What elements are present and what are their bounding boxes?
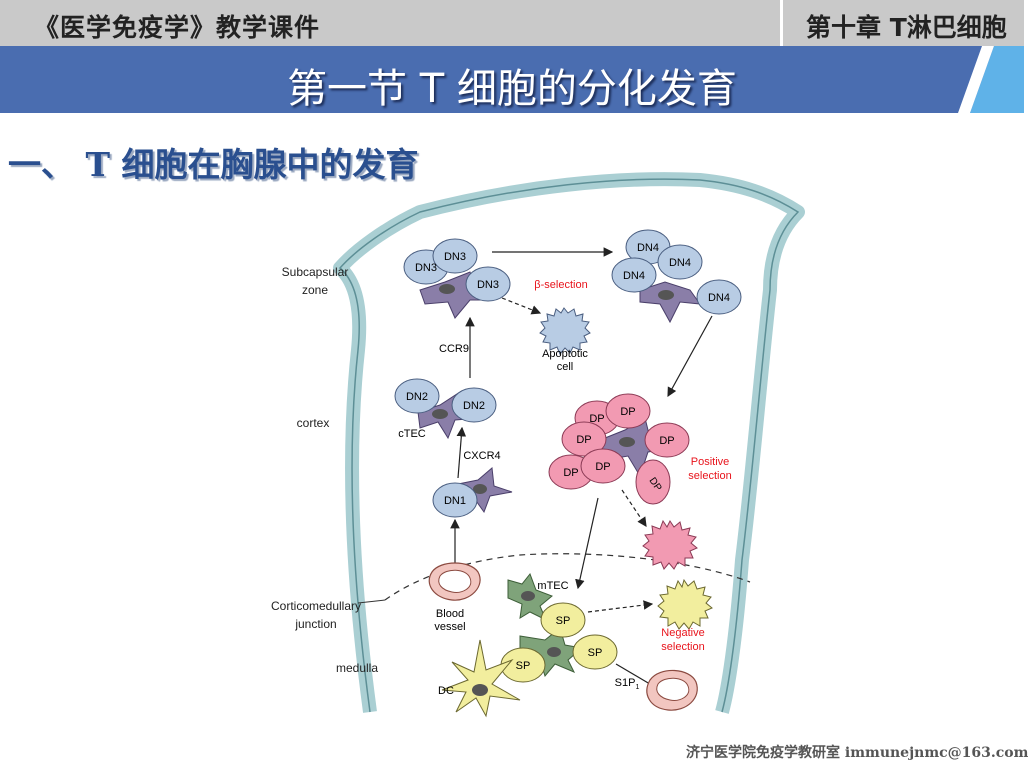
dn4-label-d: DN4 bbox=[708, 292, 730, 304]
footer-credit: 济宁医学院免疫学教研室 immunejnmc@163.com bbox=[686, 745, 1028, 761]
negative-label: Negative bbox=[661, 627, 704, 639]
sp-label-c: SP bbox=[516, 660, 531, 672]
dying-dp-cell bbox=[642, 519, 698, 570]
ctec-nucleus bbox=[432, 409, 448, 419]
header-divider bbox=[780, 0, 783, 46]
positive-selection-label: selection bbox=[688, 470, 731, 482]
dp-label-f: DP bbox=[595, 461, 610, 473]
dn3-label-b: DN3 bbox=[444, 251, 466, 263]
s1p-text: S1P bbox=[615, 677, 636, 689]
dendritic-cell bbox=[441, 639, 521, 718]
s1p-label: S1P1 bbox=[615, 677, 640, 691]
junction-pointer bbox=[357, 599, 386, 604]
dn3-cluster: DN3 DN3 DN3 bbox=[403, 238, 511, 319]
cell-dn4-d bbox=[696, 279, 742, 315]
arrow-dn1-dn2 bbox=[456, 426, 467, 479]
slide-title: 第一节 T 细胞的分化发育 bbox=[287, 66, 737, 112]
label-corticomedullary: Corticomedullary bbox=[271, 599, 361, 613]
cell-dn3-c bbox=[465, 266, 511, 302]
dc-label: DC bbox=[438, 685, 454, 697]
title-bar-accent bbox=[0, 46, 1024, 113]
mtec-label: mTEC bbox=[537, 580, 568, 592]
label-cortex: cortex bbox=[297, 416, 330, 430]
cell-dn3-b bbox=[432, 238, 478, 274]
corticomedullary-line bbox=[384, 553, 751, 601]
chapter-title: 第十章 T淋巴细胞 bbox=[806, 13, 1007, 42]
dn4-cluster: DN4 DN4 DN4 DN4 bbox=[611, 229, 742, 324]
dn2-cluster: DN2 DN2 bbox=[394, 378, 497, 440]
section-heading: 一、 T 细胞在胸腺中的发育 bbox=[8, 145, 419, 184]
dp-label-d: DP bbox=[659, 435, 674, 447]
sp-label-a: SP bbox=[556, 615, 571, 627]
dn3-label-c: DN3 bbox=[477, 279, 499, 291]
sp-cluster: SP SP SP bbox=[500, 573, 618, 683]
tec-dp-nucleus bbox=[619, 437, 635, 447]
dn2-label-b: DN2 bbox=[463, 400, 485, 412]
mtec-nucleus-a bbox=[521, 591, 535, 601]
negative-apoptotic-cell bbox=[657, 578, 713, 630]
arrow-dp-sp bbox=[575, 497, 599, 590]
cell-dn1 bbox=[432, 482, 478, 518]
tec-dn1-nucleus bbox=[473, 484, 487, 494]
positive-label: Positive bbox=[691, 456, 730, 468]
apoptotic-label: Apoptotic bbox=[542, 348, 588, 360]
dp-label-b: DP bbox=[620, 406, 635, 418]
cell-sp-a bbox=[540, 602, 586, 638]
arrow-dp-death bbox=[621, 489, 647, 527]
thymus-capsule-edge bbox=[338, 178, 800, 713]
cell-dp-d bbox=[644, 422, 690, 458]
cell-dp-g bbox=[635, 459, 671, 505]
ccr9-label: CCR9 bbox=[439, 343, 469, 355]
dn3-label-a: DN3 bbox=[415, 262, 437, 274]
dn4-label-a: DN4 bbox=[637, 242, 659, 254]
dp-label-c: DP bbox=[576, 434, 591, 446]
arrow-dn4-dp bbox=[667, 315, 713, 398]
blood-label: Blood bbox=[436, 608, 464, 620]
header-bar: 《医学免疫学》教学课件 第十章 T淋巴细胞 bbox=[0, 0, 1024, 46]
dn4-label-b: DN4 bbox=[669, 257, 691, 269]
dn1-group: DN1 bbox=[432, 467, 513, 518]
tec-dn4 bbox=[639, 281, 702, 324]
label-subcapsular: Subcapsular bbox=[282, 265, 349, 279]
beta-selection-label: β-selection bbox=[534, 279, 587, 291]
dp-label-a: DP bbox=[589, 413, 604, 425]
dp-label-e: DP bbox=[563, 467, 578, 479]
cell-dn2-a bbox=[394, 378, 440, 414]
dn1-label: DN1 bbox=[444, 495, 466, 507]
tec-dn3-nucleus bbox=[439, 284, 455, 294]
vessel-label: vessel bbox=[434, 621, 465, 633]
cell-dp-b bbox=[605, 393, 651, 429]
arrow-apoptosis bbox=[501, 297, 542, 315]
exit-vessel bbox=[646, 669, 698, 711]
ctec-label: cTEC bbox=[398, 428, 426, 440]
mtec-nucleus-b bbox=[547, 647, 561, 657]
title-bar: 第一节 T 细胞的分化发育 bbox=[0, 46, 1024, 113]
apoptotic-cell bbox=[539, 307, 591, 355]
s1p-subscript: 1 bbox=[635, 684, 639, 691]
apoptotic-label-2: cell bbox=[557, 361, 574, 373]
cxcr4-label: CXCR4 bbox=[463, 450, 500, 462]
blood-vessel bbox=[428, 562, 481, 601]
sp-label-b: SP bbox=[588, 647, 603, 659]
dn2-label-a: DN2 bbox=[406, 391, 428, 403]
label-junction: junction bbox=[294, 617, 336, 631]
course-title: 《医学免疫学》教学课件 bbox=[34, 13, 321, 42]
label-medulla: medulla bbox=[336, 661, 378, 675]
cell-sp-b bbox=[572, 634, 618, 670]
arrow-negative bbox=[587, 600, 654, 613]
cell-dp-f bbox=[580, 448, 626, 484]
tec-dn4-nucleus bbox=[658, 290, 674, 300]
negative-selection-label: selection bbox=[661, 641, 704, 653]
label-zone: zone bbox=[302, 283, 328, 297]
cell-dn4-b bbox=[657, 244, 703, 280]
cell-dn4-c bbox=[611, 257, 657, 293]
cell-dn2-b bbox=[451, 387, 497, 423]
dp-cluster: DP DP DP DP DP DP DP bbox=[548, 393, 690, 505]
dn4-label-c: DN4 bbox=[623, 270, 645, 282]
cell-dp-c bbox=[561, 421, 607, 457]
